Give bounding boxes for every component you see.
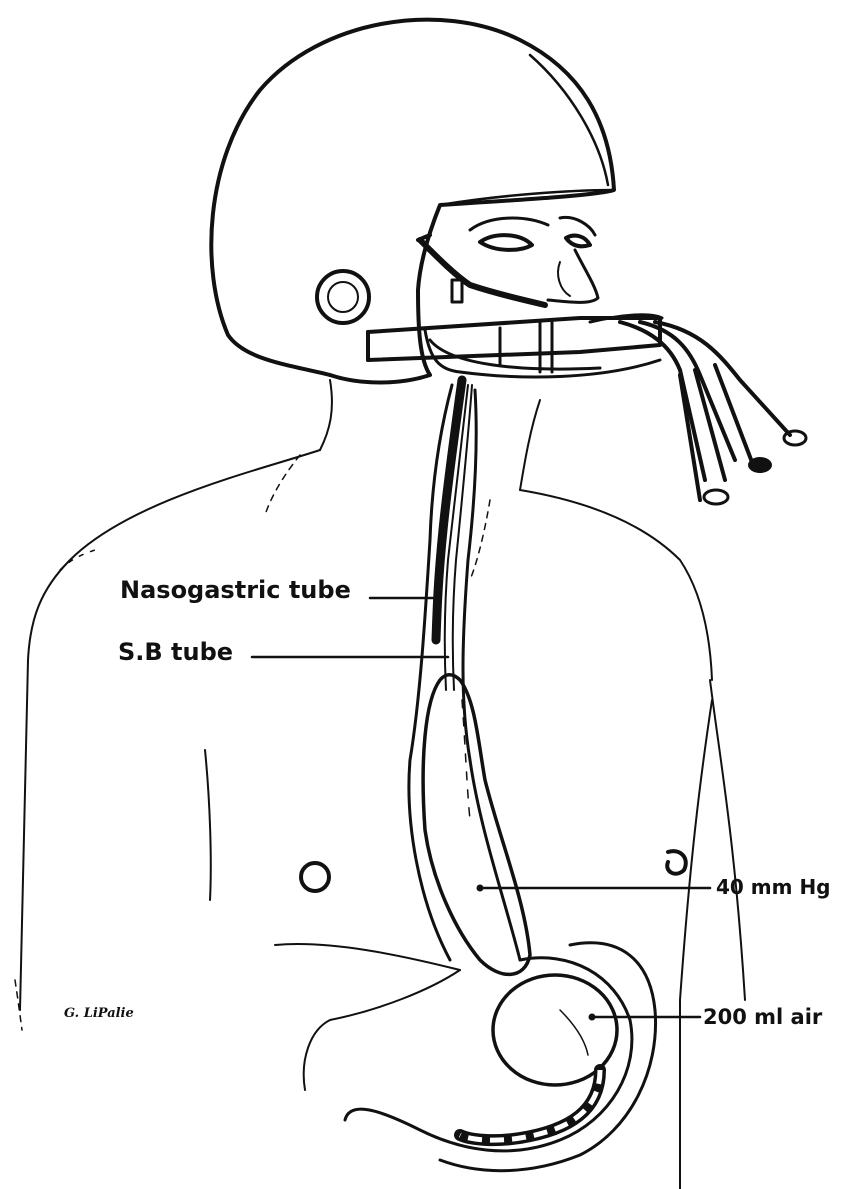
stomach	[345, 943, 656, 1171]
artist-signature: G. LiPalie	[64, 1006, 134, 1021]
label-esophageal-pressure: 40 mm Hg	[716, 875, 831, 899]
helmet-ear-hole	[317, 271, 369, 323]
label-sb-tube: S.B tube	[118, 638, 233, 666]
face-mask-traction-frame	[368, 315, 662, 377]
external-tube-ends	[620, 322, 806, 504]
neck-and-shoulders	[28, 380, 712, 680]
leader-lines	[252, 598, 710, 1021]
torso-outline	[15, 660, 745, 1189]
label-gastric-balloon: 200 ml air	[703, 1005, 823, 1029]
right-nipple	[667, 851, 686, 874]
left-nipple	[301, 863, 329, 891]
label-nasogastric-tube: Nasogastric tube	[120, 576, 351, 604]
esophagus	[409, 380, 530, 974]
esophageal-balloon	[423, 675, 530, 975]
